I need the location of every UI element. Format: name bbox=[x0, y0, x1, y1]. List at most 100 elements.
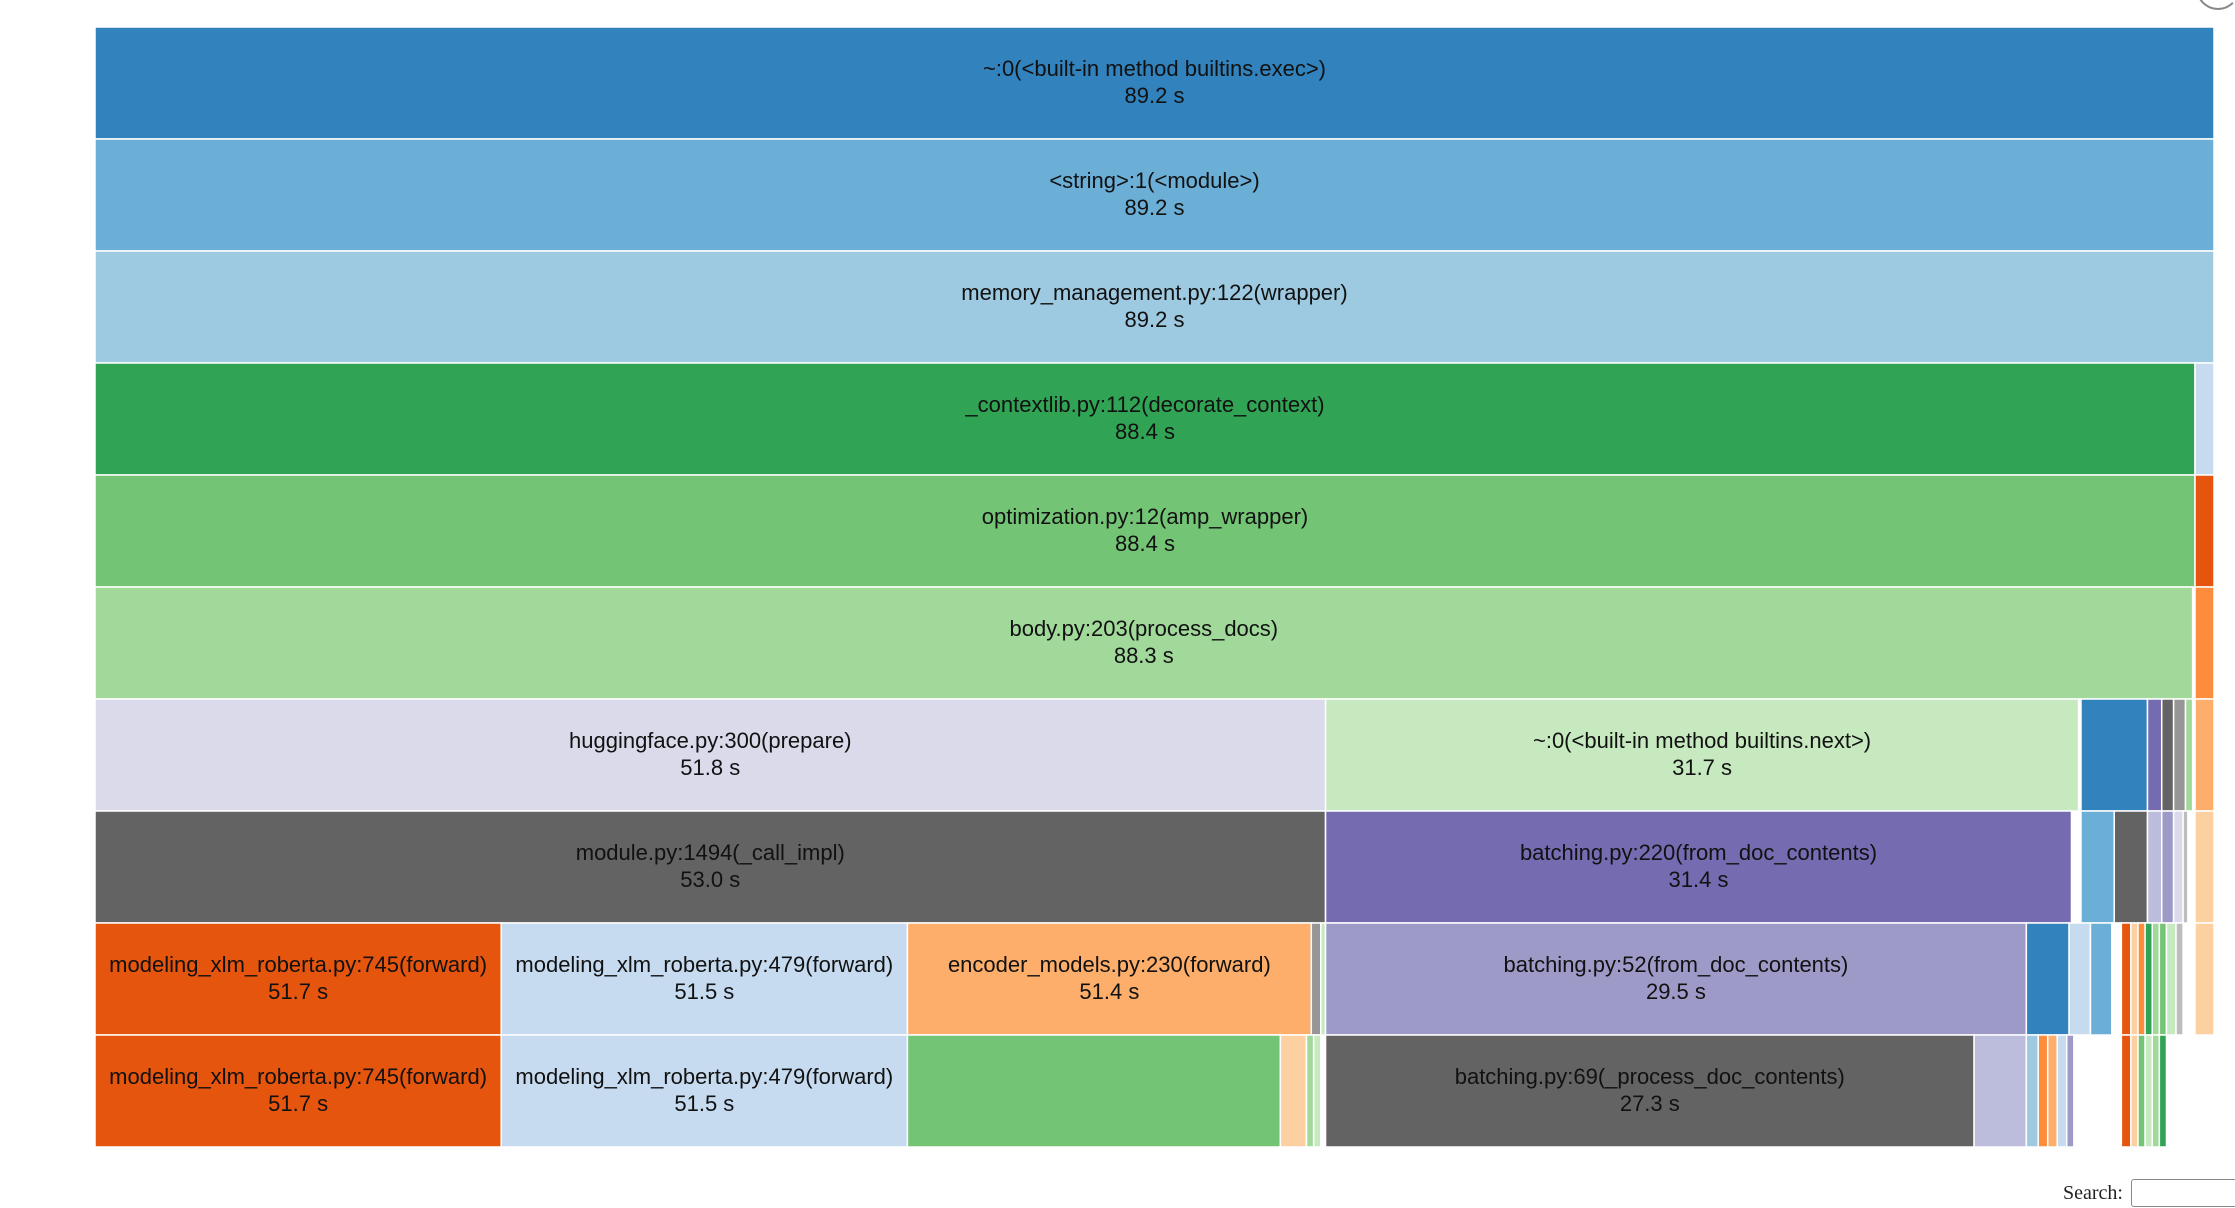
icicle-cell-rect[interactable] bbox=[2120, 922, 2132, 1036]
icicle-cell[interactable] bbox=[2113, 810, 2149, 924]
icicle-cell-rect[interactable] bbox=[1305, 1034, 1315, 1148]
icicle-cell-rect[interactable] bbox=[2113, 810, 2149, 924]
icicle-cell[interactable] bbox=[2068, 922, 2092, 1036]
icicle-cell-rect[interactable] bbox=[2046, 1034, 2058, 1148]
icicle-cell-rect[interactable] bbox=[2172, 698, 2187, 812]
icicle-cell[interactable] bbox=[2120, 1034, 2132, 1148]
icicle-cell[interactable] bbox=[1305, 1034, 1315, 1148]
icicle-cell[interactable]: modeling_xlm_roberta.py:745(forward)51.7… bbox=[94, 922, 502, 1036]
icicle-cell-rect[interactable] bbox=[2194, 474, 2215, 588]
icicle-cell[interactable] bbox=[2194, 922, 2215, 1036]
icicle-cell[interactable] bbox=[2165, 922, 2177, 1036]
icicle-cell[interactable] bbox=[2194, 586, 2215, 700]
icicle-cell[interactable] bbox=[2158, 1034, 2168, 1148]
icicle-cell[interactable]: encoder_models.py:230(forward)51.4 s bbox=[906, 922, 1313, 1036]
icicle-cell[interactable] bbox=[2080, 698, 2149, 812]
icicle-cell-rect[interactable] bbox=[2037, 1034, 2049, 1148]
icicle-cell[interactable] bbox=[2025, 1034, 2039, 1148]
icicle-cell[interactable] bbox=[2151, 1034, 2161, 1148]
icicle-cell-rect[interactable] bbox=[94, 474, 2196, 588]
icicle-cell-rect[interactable] bbox=[2068, 922, 2092, 1036]
icicle-cell-rect[interactable] bbox=[2194, 586, 2215, 700]
icicle-cell-rect[interactable] bbox=[1312, 1034, 1322, 1148]
icicle-cell[interactable]: optimization.py:12(amp_wrapper)88.4 s bbox=[94, 474, 2196, 588]
icicle-cell-rect[interactable] bbox=[2158, 1034, 2168, 1148]
icicle-cell[interactable] bbox=[2144, 922, 2153, 1036]
icicle-cell-rect[interactable] bbox=[1324, 698, 2080, 812]
icicle-cell-rect[interactable] bbox=[2165, 922, 2177, 1036]
icicle-cell[interactable] bbox=[2184, 698, 2194, 812]
icicle-cell[interactable] bbox=[2025, 922, 2070, 1036]
icicle-cell-rect[interactable] bbox=[1279, 1034, 1308, 1148]
icicle-cell[interactable] bbox=[2146, 810, 2163, 924]
icicle-cell[interactable] bbox=[2158, 922, 2168, 1036]
icicle-cell-rect[interactable] bbox=[2172, 810, 2184, 924]
icicle-cell-rect[interactable] bbox=[2025, 922, 2070, 1036]
icicle-cell[interactable]: _contextlib.py:112(decorate_context)88.4… bbox=[94, 362, 2196, 476]
icicle-cell[interactable] bbox=[1312, 1034, 1322, 1148]
icicle-cell[interactable] bbox=[1279, 1034, 1308, 1148]
icicle-cell[interactable]: batching.py:69(_process_doc_contents)27.… bbox=[1324, 1034, 1975, 1148]
icicle-cell[interactable]: <string>:1(<module>)89.2 s bbox=[94, 138, 2215, 252]
icicle-cell[interactable]: memory_management.py:122(wrapper)89.2 s bbox=[94, 250, 2215, 364]
icicle-cell[interactable] bbox=[1973, 1034, 2028, 1148]
icicle-cell-rect[interactable] bbox=[2144, 922, 2153, 1036]
icicle-cell[interactable] bbox=[2175, 922, 2184, 1036]
search-input[interactable] bbox=[2130, 1179, 2235, 1207]
icicle-cell[interactable] bbox=[2137, 1034, 2146, 1148]
icicle-cell-rect[interactable] bbox=[2160, 810, 2175, 924]
icicle-cell[interactable] bbox=[2056, 1034, 2068, 1148]
icicle-cell[interactable] bbox=[2146, 698, 2163, 812]
icicle-cell[interactable] bbox=[2089, 922, 2113, 1036]
icicle-cell-rect[interactable] bbox=[2137, 1034, 2146, 1148]
icicle-cell[interactable] bbox=[2144, 1034, 2153, 1148]
icicle-cell-rect[interactable] bbox=[906, 922, 1313, 1036]
icicle-cell-rect[interactable] bbox=[2160, 698, 2175, 812]
icicle-cell[interactable] bbox=[2080, 810, 2115, 924]
icicle-cell[interactable] bbox=[2160, 698, 2175, 812]
icicle-cell[interactable] bbox=[2120, 922, 2132, 1036]
icicle-cell-rect[interactable] bbox=[2175, 922, 2184, 1036]
icicle-cell[interactable] bbox=[2160, 810, 2175, 924]
icicle-cell[interactable] bbox=[2194, 474, 2215, 588]
icicle-cell-rect[interactable] bbox=[2025, 1034, 2039, 1148]
icicle-cell-rect[interactable] bbox=[906, 1034, 1282, 1148]
icicle-cell-rect[interactable] bbox=[2056, 1034, 2068, 1148]
icicle-cell-rect[interactable] bbox=[500, 922, 909, 1036]
icicle-cell-rect[interactable] bbox=[94, 26, 2215, 140]
icicle-cell-rect[interactable] bbox=[2194, 698, 2215, 812]
icicle-cell[interactable] bbox=[2130, 922, 2139, 1036]
icicle-cell[interactable] bbox=[2194, 698, 2215, 812]
icicle-cell[interactable] bbox=[2046, 1034, 2058, 1148]
icicle-cell-rect[interactable] bbox=[94, 362, 2196, 476]
icicle-cell-rect[interactable] bbox=[2130, 922, 2139, 1036]
icicle-cell-rect[interactable] bbox=[2194, 810, 2215, 924]
icicle-cell-rect[interactable] bbox=[2184, 698, 2194, 812]
icicle-cell[interactable]: body.py:203(process_docs)88.3 s bbox=[94, 586, 2194, 700]
icicle-cell[interactable]: modeling_xlm_roberta.py:745(forward)51.7… bbox=[94, 1034, 502, 1148]
icicle-cell-rect[interactable] bbox=[1973, 1034, 2028, 1148]
icicle-cell[interactable]: ~:0(<built-in method builtins.next>)31.7… bbox=[1324, 698, 2080, 812]
icicle-cell[interactable]: ~:0(<built-in method builtins.exec>)89.2… bbox=[94, 26, 2215, 140]
icicle-cell[interactable]: modeling_xlm_roberta.py:479(forward)51.5… bbox=[500, 922, 909, 1036]
icicle-cell[interactable] bbox=[1310, 922, 1322, 1036]
icicle-cell-rect[interactable] bbox=[94, 586, 2194, 700]
icicle-cell-rect[interactable] bbox=[2146, 810, 2163, 924]
icicle-cell-rect[interactable] bbox=[2158, 922, 2168, 1036]
icicle-cell[interactable] bbox=[2065, 1034, 2075, 1148]
icicle-cell-rect[interactable] bbox=[2194, 922, 2215, 1036]
icicle-cell[interactable] bbox=[2151, 922, 2161, 1036]
icicle-cell[interactable] bbox=[2182, 810, 2189, 924]
icicle-cell-rect[interactable] bbox=[2146, 698, 2163, 812]
icicle-cell-rect[interactable] bbox=[2130, 1034, 2139, 1148]
icicle-cell[interactable]: module.py:1494(_call_impl)53.0 s bbox=[94, 810, 1327, 924]
icicle-cell[interactable] bbox=[2194, 362, 2215, 476]
icicle-cell-rect[interactable] bbox=[1310, 922, 1322, 1036]
icicle-cell-rect[interactable] bbox=[2080, 810, 2115, 924]
icicle-cell-rect[interactable] bbox=[2089, 922, 2113, 1036]
icicle-cell[interactable] bbox=[2037, 1034, 2049, 1148]
icicle-cell-rect[interactable] bbox=[2151, 1034, 2161, 1148]
icicle-cell-rect[interactable] bbox=[2080, 698, 2149, 812]
icicle-cell-rect[interactable] bbox=[2111, 922, 2123, 1036]
icicle-cell[interactable] bbox=[2111, 922, 2123, 1036]
